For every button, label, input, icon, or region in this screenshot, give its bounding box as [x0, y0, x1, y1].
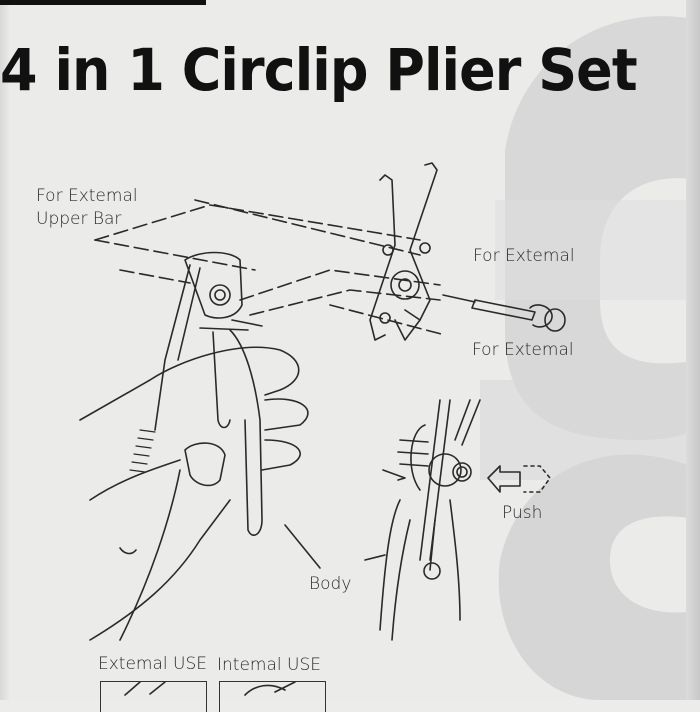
- left-edge: [0, 0, 10, 700]
- label-external-use: Extemal USE: [98, 654, 208, 674]
- external-use-diagram-box: [100, 681, 207, 712]
- label-for-external-top: For Extemal: [473, 246, 575, 266]
- label-line-2: Upper Bar: [36, 209, 122, 229]
- label-for-external-pin: For Extemal: [472, 340, 574, 360]
- label-push: Push: [502, 503, 543, 523]
- label-body: Body: [309, 574, 352, 594]
- product-title: 4 in 1 Circlip Plier Set: [0, 36, 638, 104]
- label-external-upper-bar: For Extemal Upper Bar: [36, 185, 138, 231]
- top-bar: [0, 0, 206, 5]
- internal-use-diagram-box: [219, 681, 326, 712]
- label-internal-use: Intemal USE: [217, 655, 321, 675]
- right-edge: [686, 0, 700, 700]
- label-line-1: For Extemal: [36, 186, 138, 206]
